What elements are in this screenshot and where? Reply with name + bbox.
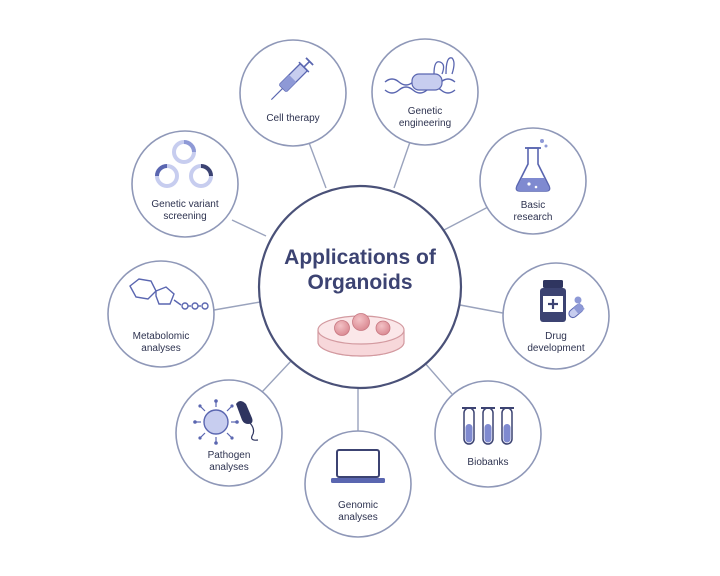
- label-biobanks-line-1: Biobanks: [467, 457, 508, 468]
- node-genomic-analyses: Genomic analyses: [304, 430, 412, 538]
- connector-basic-research: [443, 205, 491, 231]
- node-basic-research: Basic research: [479, 127, 587, 235]
- connector-pathogen-analyses: [261, 359, 293, 393]
- hub-circle: [257, 184, 463, 390]
- label-basic-research-line-2: research: [514, 212, 553, 223]
- laptop-icon: [331, 449, 385, 483]
- label-drug-development-line-1: Drug: [545, 331, 567, 342]
- node-genetic-variant-screening: Genetic variant screening: [131, 130, 239, 238]
- node-circle: [239, 39, 347, 147]
- label-metabolomic-analyses-line-1: Metabolomic: [133, 331, 190, 342]
- variant-rings-icon: [155, 140, 213, 188]
- syringe-icon: [270, 57, 314, 101]
- petri-dish-icon: [317, 313, 405, 357]
- node-circle: [107, 260, 215, 368]
- connector-cell-therapy: [307, 139, 327, 189]
- hub-title-line-1: Applications of: [284, 246, 437, 269]
- flask-icon: [515, 139, 551, 192]
- molecule-icon: [129, 278, 209, 310]
- node-pathogen-analyses: Pathogen analyses: [175, 379, 283, 487]
- pathogen-icon: [193, 399, 259, 445]
- label-cell-therapy-line-1: Cell therapy: [266, 113, 319, 124]
- label-genetic-engineering-line-1: Genetic: [408, 106, 442, 117]
- connector-biobanks: [423, 361, 453, 395]
- label-pathogen-analyses-line-1: Pathogen: [208, 450, 251, 461]
- label-basic-research-line-1: Basic: [521, 200, 545, 211]
- connector-drug-development: [459, 304, 509, 315]
- label-genetic-engineering-line-2: engineering: [399, 118, 451, 129]
- dna-engineering-icon: [384, 57, 456, 94]
- hub-title-line-2: Organoids: [307, 271, 412, 294]
- hub: Applications of Organoids: [257, 184, 463, 390]
- node-cell-therapy: Cell therapy: [239, 39, 347, 147]
- label-genetic-variant-screening-line-1: Genetic variant: [151, 199, 218, 210]
- node-biobanks: Biobanks: [434, 380, 542, 488]
- connector-genetic-engineering: [393, 141, 411, 189]
- label-genomic-analyses-line-2: analyses: [338, 512, 377, 523]
- label-pathogen-analyses-line-2: analyses: [209, 462, 248, 473]
- label-genomic-analyses-line-1: Genomic: [338, 500, 378, 511]
- node-metabolomic-analyses: Metabolomic analyses: [107, 260, 215, 368]
- label-metabolomic-analyses-line-2: analyses: [141, 343, 180, 354]
- label-genetic-variant-screening-line-2: screening: [163, 211, 206, 222]
- node-circle: [131, 130, 239, 238]
- connectors: [213, 139, 509, 432]
- label-drug-development-line-2: development: [527, 343, 584, 354]
- node-circle: [175, 379, 283, 487]
- node-drug-development: Drug development: [502, 262, 610, 370]
- connector-genetic-variant-screening: [231, 219, 267, 237]
- test-tubes-icon: [462, 407, 514, 445]
- medicine-bottle-icon: [540, 280, 585, 322]
- node-circle: [304, 430, 412, 538]
- node-genetic-engineering: Genetic engineering: [371, 38, 479, 146]
- connector-metabolomic-analyses: [213, 301, 261, 311]
